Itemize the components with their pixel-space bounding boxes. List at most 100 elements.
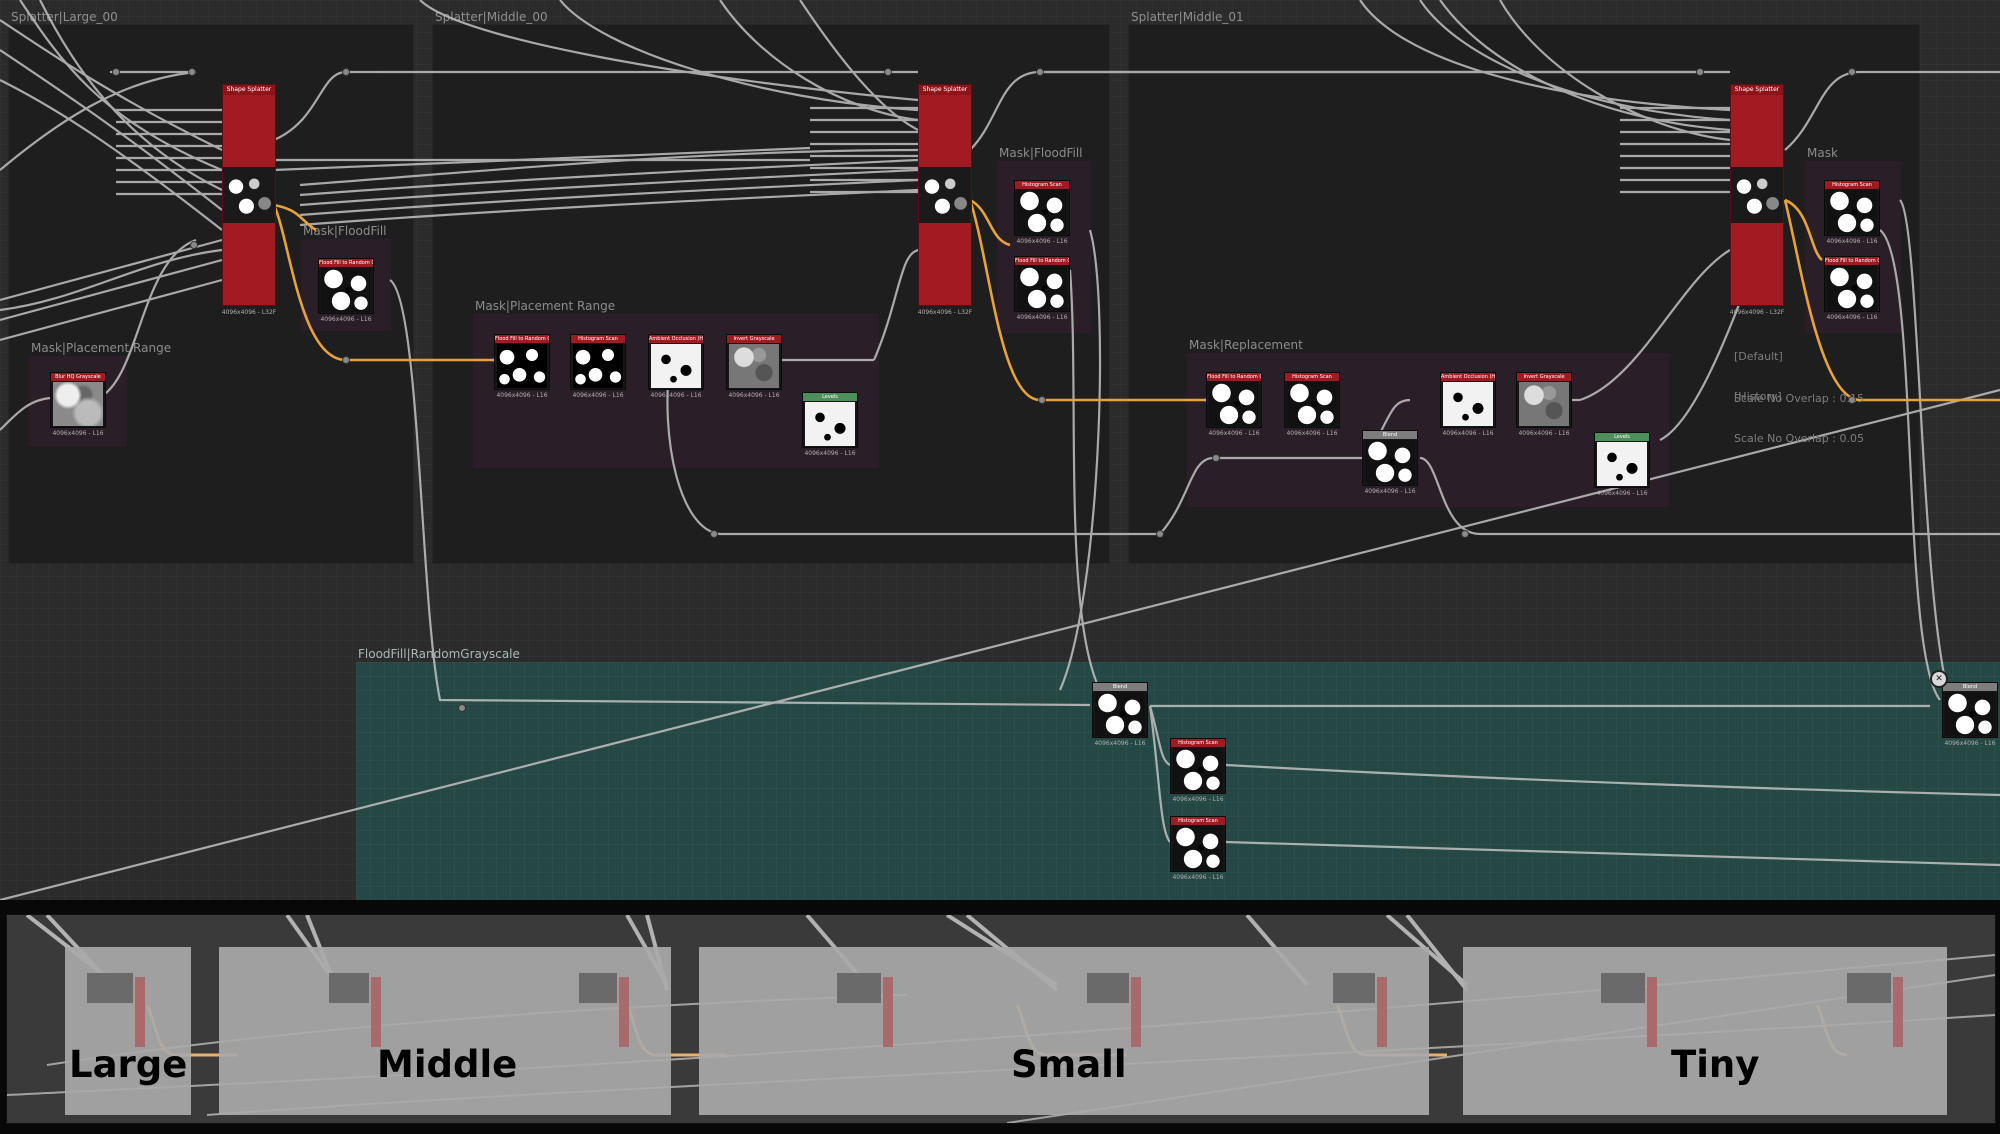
node-title: Histogram Scan — [1171, 817, 1225, 825]
node-title: Histogram Scan — [1171, 739, 1225, 747]
histogram-scan-node[interactable]: Histogram Scan 4096x4096 - L16 — [1170, 816, 1226, 881]
node-resolution: 4096x4096 - L16 — [1016, 238, 1068, 245]
blend-node[interactable]: Blend 4096x4096 - L16 — [1362, 430, 1418, 495]
histogram-scan-node[interactable]: Histogram Scan 4096x4096 - L16 — [1014, 180, 1070, 245]
node-resolution: 4096x4096 - L16 — [320, 316, 372, 323]
ambient-occlusion-node[interactable]: Ambient Occlusion (HB... 4096x4096 - L16 — [648, 334, 704, 399]
node-title: Histogram Scan — [571, 335, 625, 343]
minimap-label-tiny: Tiny — [1671, 1043, 1760, 1086]
minimap-splitter — [1647, 977, 1657, 1047]
node-resolution: 4096x4096 - L16 — [1826, 314, 1878, 321]
node-title: Histogram Scan — [1825, 181, 1879, 189]
node-resolution: 4096x4096 - L16 — [1208, 430, 1260, 437]
node-title: Ambient Occlusion (HB... — [1441, 373, 1495, 381]
minimap-node-block — [1847, 973, 1891, 1003]
minimap-splitter — [1893, 977, 1903, 1047]
shape-splatter-node[interactable]: Shape Splatter 4096x4096 - L32F — [918, 84, 972, 316]
node-resolution: 4096x4096 - L16 — [1286, 430, 1338, 437]
minimap-node-block — [1087, 973, 1129, 1003]
blur-hq-grayscale-node[interactable]: Blur HQ Grayscale 4096x4096 - L16 — [50, 372, 106, 437]
node-title: Blend — [1093, 683, 1147, 691]
levels-node[interactable]: Levels 4096x4096 - L16 — [1594, 432, 1650, 497]
ambient-occlusion-node[interactable]: Ambient Occlusion (HB... 4096x4096 - L16 — [1440, 372, 1496, 437]
node-resolution: 4096x4096 - L16 — [1442, 430, 1494, 437]
wires-layer — [0, 0, 2000, 900]
node-title: Blend — [1363, 431, 1417, 439]
histogram-scan-node[interactable]: Histogram Scan 4096x4096 - L16 — [1824, 180, 1880, 245]
flood-fill-random-node[interactable]: Flood Fill to Random Gr... 4096x4096 - L… — [1824, 256, 1880, 321]
node-graph-canvas[interactable]: Splatter|Large_00 Splatter|Middle_00 Spl… — [0, 0, 2000, 900]
subframe-title: Mask|Placement Range — [475, 299, 616, 313]
node-title: Ambient Occlusion (HB... — [649, 335, 703, 343]
node-thumbnail — [1731, 167, 1783, 223]
flood-fill-random-node[interactable]: Flood Fill to Random Gr... 4096x4096 - L… — [1206, 372, 1262, 437]
flood-fill-random-node[interactable]: Flood Fill to Random Gr... 4096x4096 - L… — [1014, 256, 1070, 321]
subframe-title: Mask|FloodFill — [303, 224, 387, 238]
flood-fill-random-node[interactable]: Flood Fill to Random Gr... 4096x4096 - L… — [494, 334, 550, 399]
minimap-overview[interactable]: Large Middle Small Tiny — [0, 900, 2000, 1134]
minimap-node-block — [1333, 973, 1375, 1003]
minimap-label-small: Small — [1011, 1043, 1127, 1086]
node-resolution: 4096x4096 - L16 — [1172, 874, 1224, 881]
histogram-scan-node[interactable]: Histogram Scan 4096x4096 - L16 — [570, 334, 626, 399]
node-title: Shape Splatter — [1731, 85, 1783, 95]
frame-title: Splatter|Large_00 — [11, 10, 118, 24]
minimap-splitter — [371, 977, 381, 1047]
node-thumbnail — [1827, 266, 1877, 310]
node-thumbnail — [1945, 692, 1995, 736]
minimap-node-block — [837, 973, 881, 1003]
node-title: Blend — [1943, 683, 1997, 691]
node-title: Invert Grayscale — [727, 335, 781, 343]
blend-node[interactable]: Blend 4096x4096 - L16 — [1092, 682, 1148, 747]
invert-grayscale-node[interactable]: Invert Grayscale 4096x4096 - L16 — [726, 334, 782, 399]
node-thumbnail — [497, 344, 547, 388]
node-resolution: 4096x4096 - L16 — [1016, 314, 1068, 321]
subframe-title: Mask|FloodFill — [999, 146, 1083, 160]
shape-splatter-node[interactable]: Shape Splatter 4096x4096 - L32F — [1730, 84, 1784, 316]
node-resolution: 4096x4096 - L16 — [496, 392, 548, 399]
comment-history-label: [History] — [1734, 390, 1782, 403]
node-title: Shape Splatter — [919, 85, 971, 95]
minimap-label-middle: Middle — [377, 1043, 518, 1086]
subframe-title: Mask|Placement Range — [31, 341, 172, 355]
minimap-viewport[interactable]: Large Middle Small Tiny — [6, 914, 1996, 1124]
shape-splatter-node[interactable]: Shape Splatter 4096x4096 - L32F — [222, 84, 276, 316]
subframe-title: Mask|Replacement — [1189, 338, 1303, 352]
node-thumbnail — [919, 167, 971, 223]
minimap-splitter — [883, 977, 893, 1047]
node-resolution: 4096x4096 - L16 — [804, 450, 856, 457]
node-resolution: 4096x4096 - L16 — [1596, 490, 1648, 497]
minimap-section-small[interactable] — [699, 947, 1429, 1115]
minimap-splitter — [1131, 977, 1141, 1047]
node-thumbnail — [1827, 190, 1877, 234]
node-thumbnail — [53, 382, 103, 426]
node-title: Invert Grayscale — [1517, 373, 1571, 381]
invert-grayscale-node[interactable]: Invert Grayscale 4096x4096 - L16 — [1516, 372, 1572, 437]
node-thumbnail — [729, 344, 779, 388]
node-title: Flood Fill to Random Gr... — [495, 335, 549, 343]
minimap-node-block — [87, 973, 133, 1003]
flood-fill-random-node[interactable]: Flood Fill to Random Gr... 4096x4096 - L… — [318, 258, 374, 323]
node-thumbnail — [1365, 440, 1415, 484]
histogram-scan-node[interactable]: Histogram Scan 4096x4096 - L16 — [1170, 738, 1226, 803]
node-title: Histogram Scan — [1285, 373, 1339, 381]
pin-icon[interactable]: ✕ — [1930, 670, 1948, 688]
node-thumbnail — [1017, 190, 1067, 234]
node-resolution: 4096x4096 - L16 — [1944, 740, 1996, 747]
node-title: Levels — [803, 393, 857, 401]
node-thumbnail — [573, 344, 623, 388]
blend-node[interactable]: Blend 4096x4096 - L16 — [1942, 682, 1998, 747]
node-thumbnail — [1173, 826, 1223, 870]
node-resolution: 4096x4096 - L32F — [1729, 309, 1785, 316]
subframe-title: Mask — [1807, 146, 1838, 160]
comment-history: [History] Scale No Overlap : 0.05 — [1734, 362, 1864, 474]
node-thumbnail — [223, 167, 275, 223]
frame-title: FloodFill|RandomGrayscale — [358, 647, 520, 661]
levels-node[interactable]: Levels 4096x4096 - L16 — [802, 392, 858, 457]
node-thumbnail — [1095, 692, 1145, 736]
subframe-mask-replacement[interactable]: Mask|Replacement — [1186, 338, 1670, 508]
node-thumbnail — [1017, 266, 1067, 310]
node-thumbnail — [1519, 382, 1569, 426]
node-title: Flood Fill to Random Gr... — [1207, 373, 1261, 381]
histogram-scan-node[interactable]: Histogram Scan 4096x4096 - L16 — [1284, 372, 1340, 437]
